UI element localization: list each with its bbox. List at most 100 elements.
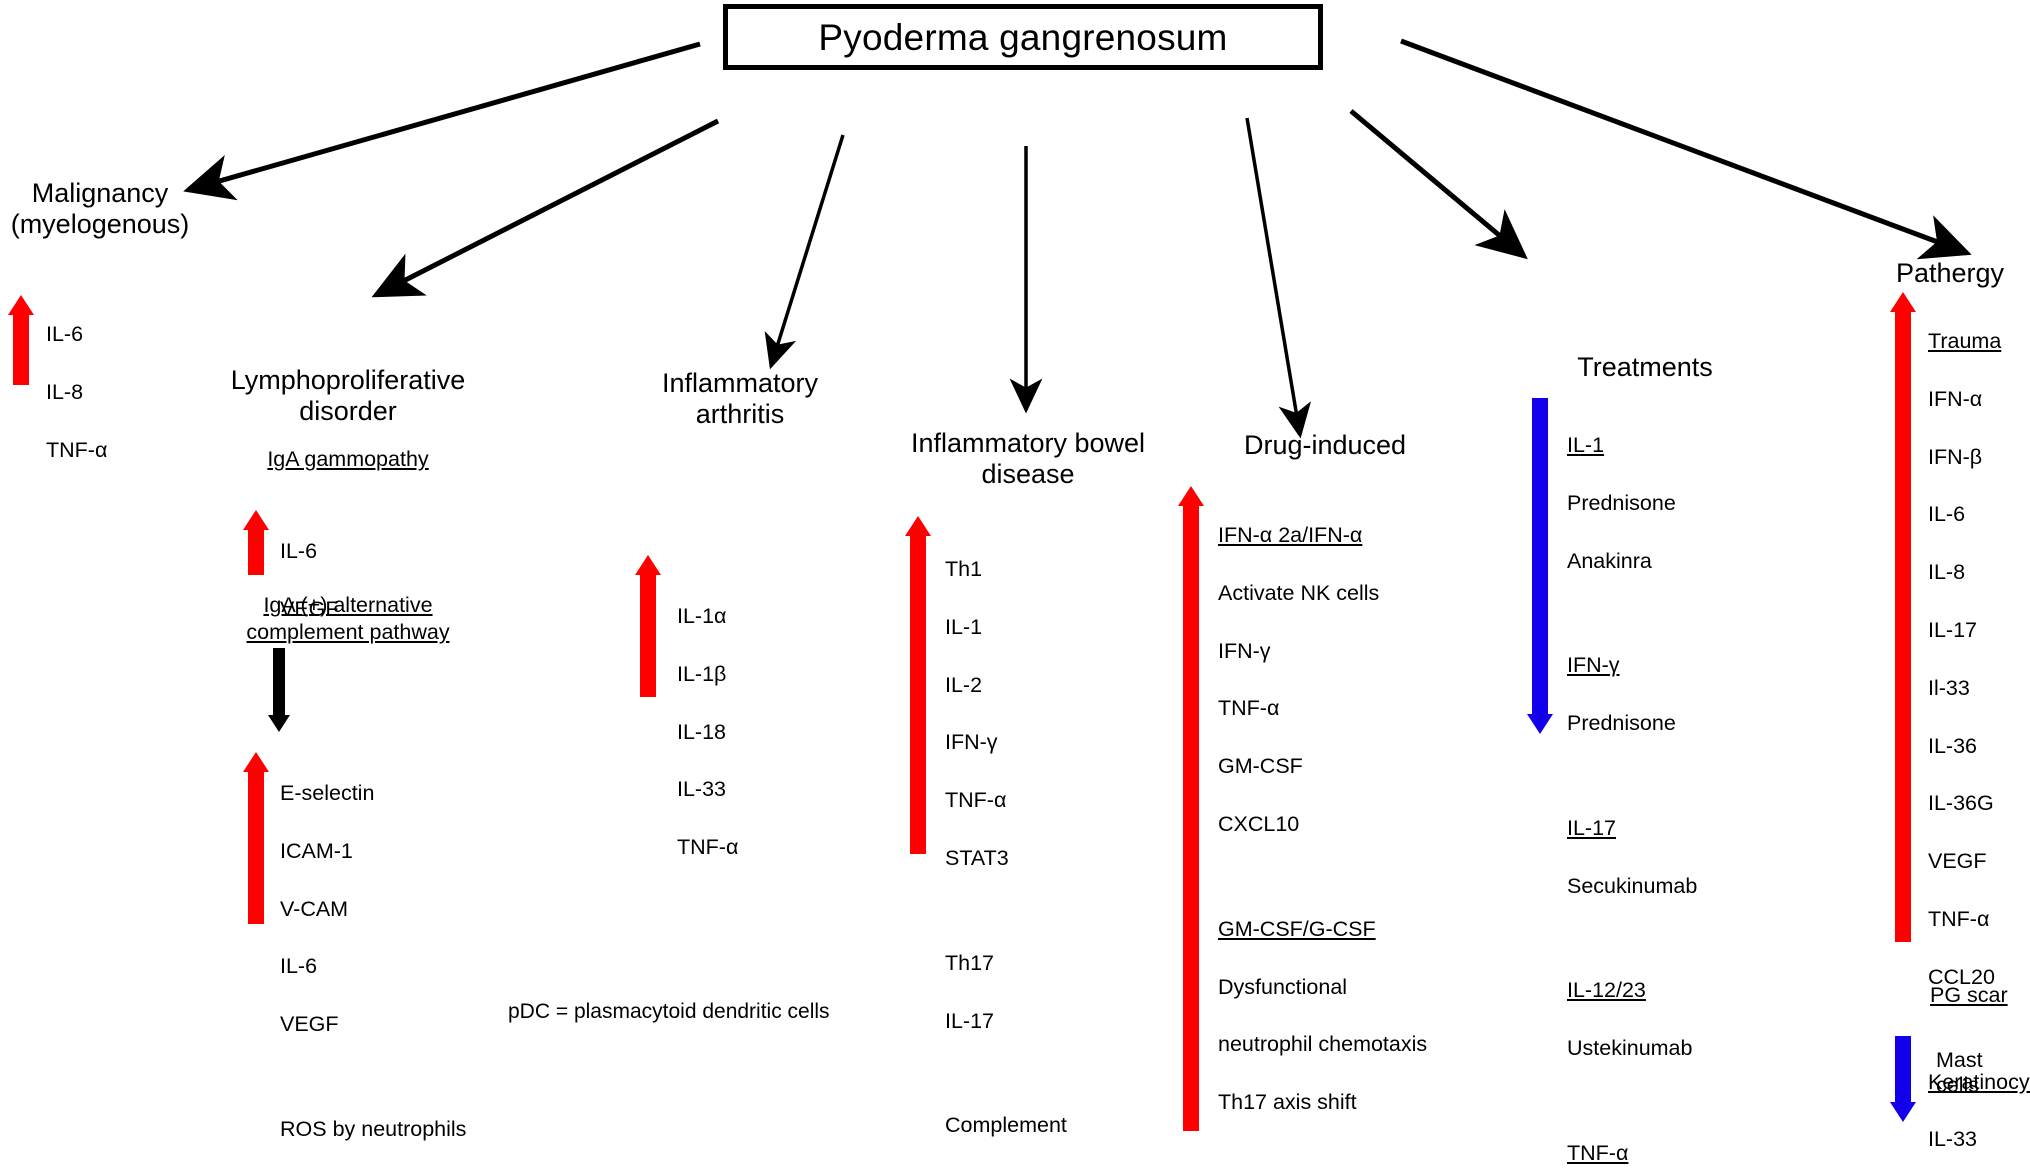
up-arrow-icon [8, 295, 34, 385]
complement-effectors-list: E-selectin ICAM-1 V-CAM IL-6 VEGF ROS by… [280, 750, 540, 1173]
list-item: Activate NK cells [1218, 580, 1380, 605]
group-header: IFN-γ [1567, 653, 1620, 678]
list-item: Prednisone [1567, 711, 1676, 736]
list-item: IL-1 [945, 614, 983, 639]
list-item: IL-6 [1928, 502, 1966, 527]
list-item: Secukinumab [1567, 873, 1698, 898]
column-inflammatory-bowel-disease: Inflammatory bowel disease [878, 428, 1178, 490]
column-inflammatory-arthritis: Inflammatory arthritis [600, 368, 880, 430]
down-arrow-icon [1890, 1036, 1916, 1122]
ibd-heading: Inflammatory bowel disease [910, 428, 1146, 489]
list-item: IL-6 [46, 321, 84, 346]
list-item: TNF-α [945, 788, 1007, 813]
up-arrow-icon [905, 516, 931, 854]
group-header: TNF-α [1567, 1140, 1629, 1165]
column-treatments: Treatments [1500, 352, 1790, 383]
lymphoproliferative-heading: Lymphoproliferative disorder [230, 365, 466, 426]
malignancy-list: IL-6 IL-8 TNF-α [46, 291, 216, 493]
list-item: Th1 [945, 556, 983, 581]
list-item: neutrophil chemotaxis [1218, 1032, 1428, 1057]
list-item: IL-36 [1928, 733, 1978, 758]
list-item: Dysfunctional [1218, 974, 1348, 999]
footnote-pdc: pDC = plasmacytoid dendritic cells [508, 1000, 830, 1023]
connector-to-lymphoproliferative [371, 118, 720, 298]
up-arrow-icon [1178, 486, 1204, 1131]
iga-alternative-pathway-header: IgA (+) alternative complement pathway [246, 593, 450, 645]
up-arrow-icon [635, 555, 661, 697]
list-item: VEGF [1928, 849, 1987, 874]
pathergy-heading: Pathergy [1895, 258, 2005, 288]
column-drug-induced: Drug-induced [1160, 430, 1490, 461]
list-item: components [945, 1169, 1165, 1175]
list-item: E-selectin [280, 780, 375, 805]
list-item: IL-8 [46, 379, 84, 404]
list-item: Th17 axis shift [1218, 1090, 1357, 1115]
page-title: Pyoderma gangrenosum [818, 16, 1228, 58]
connector-to-treatments [1349, 109, 1528, 260]
iga-gammopathy-list: IL-6 VEGF [280, 508, 470, 653]
list-item: VEGF [280, 596, 339, 621]
group-header: IFN-α 2a/IFN-α [1218, 522, 1363, 547]
list-item: Il-33 [1928, 675, 1970, 700]
list-item: IFN-γ [945, 730, 998, 755]
list-item: STAT3 [945, 845, 1009, 870]
group-header: Trauma [1928, 328, 2002, 353]
list-item: VEGF [280, 1012, 339, 1037]
column-malignancy: Malignancy (myelogenous) [0, 178, 200, 240]
list-item: Prednisone [1567, 490, 1676, 515]
pathway-down-arrow-icon [268, 648, 290, 732]
list-item: IL-2 [945, 672, 983, 697]
column-pathergy: Pathergy [1870, 258, 2030, 289]
list-item: IL-33 [1928, 1127, 1978, 1152]
list-item: IL-36G [1928, 791, 1994, 816]
treatments-heading: Treatments [1577, 352, 1713, 382]
list-item: Th17 [945, 950, 995, 975]
list-item: Anakinra [1567, 548, 1652, 573]
treatments-list: IL-1 Prednisone Anakinra IFN-γ Prednison… [1567, 402, 1807, 1175]
iga-gammopathy-header: IgA gammopathy [267, 447, 429, 471]
list-item: V-CAM [280, 896, 349, 921]
pg-scar-header: PG scar [1930, 983, 2008, 1007]
list-item: IFN-β [1928, 444, 1983, 469]
drug-induced-list: IFN-α 2a/IFN-α Activate NK cells IFN-γ T… [1218, 492, 1538, 1175]
malignancy-heading: Malignancy (myelogenous) [10, 178, 190, 239]
inflammatory-arthritis-list: IL-1α IL-1β IL-18 IL-33 TNF-α [677, 573, 877, 891]
up-arrow-icon [243, 510, 269, 575]
ibd-list: Th1 IL-1 IL-2 IFN-γ TNF-α STAT3 Th17 IL-… [945, 526, 1165, 1175]
group-header: Keratinocytes [1928, 1069, 2030, 1094]
pathergy-list: Trauma IFN-α IFN-β IL-6 IL-8 IL-17 Il-33… [1928, 298, 2030, 1175]
group-header: IL-1 [1567, 432, 1605, 457]
list-item: TNF-α [46, 437, 108, 462]
list-item: IL-6 [280, 538, 318, 563]
list-item: ROS by neutrophils [280, 1116, 467, 1141]
list-item: TNF-α [1218, 696, 1280, 721]
list-item: IL-1β [677, 661, 727, 686]
list-item: Complement [945, 1113, 1067, 1138]
list-item: Ustekinumab [1567, 1036, 1693, 1061]
list-item: IL-17 [1928, 617, 1978, 642]
connector-to-drug-induced [1245, 117, 1312, 439]
group-header: IL-17 [1567, 815, 1617, 840]
connector-to-pathergy [1400, 38, 1972, 260]
list-item: CCL20 [1928, 964, 1995, 989]
list-item: IL-1α [677, 603, 727, 628]
group-header: IL-12/23 [1567, 978, 1646, 1003]
list-item: IL-17 [945, 1008, 995, 1033]
list-item: IL-8 [1928, 560, 1966, 585]
list-item: IL-18 [677, 719, 727, 744]
list-item: ICAM-1 [280, 838, 353, 863]
list-item: CXCL10 [1218, 811, 1300, 836]
list-item: TNF-α [677, 835, 739, 860]
list-item: IFN-α [1928, 386, 1983, 411]
column-lymphoproliferative: Lymphoproliferative disorder [188, 365, 508, 427]
up-arrow-icon [1890, 292, 1916, 942]
down-arrow-icon [1527, 398, 1553, 734]
pg-scar-item: Mast cells [1936, 1048, 1983, 1097]
up-arrow-icon [243, 752, 269, 924]
list-item: IL-33 [677, 777, 727, 802]
list-item: IL-6 [280, 954, 318, 979]
list-item: TNF-α [1928, 907, 1990, 932]
connector-to-inflammatory-arthritis [764, 134, 845, 370]
group-header: GM-CSF/G-CSF [1218, 916, 1376, 941]
